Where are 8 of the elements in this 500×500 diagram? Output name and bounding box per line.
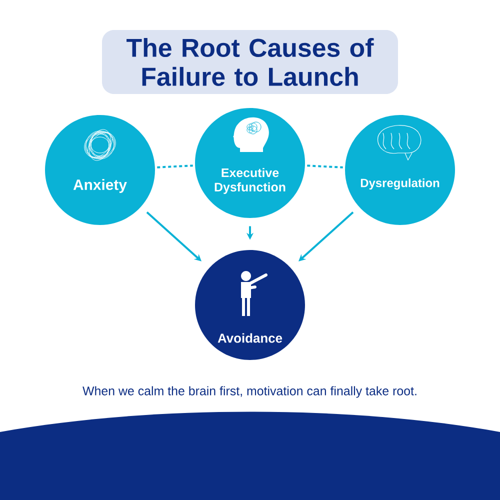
dotted-line xyxy=(307,164,343,168)
circle-node: Dysregulation xyxy=(345,115,455,225)
circle-node: Executive Dysfunction xyxy=(195,108,305,218)
dotted-line xyxy=(157,164,193,168)
circle-node: Anxiety xyxy=(45,115,155,225)
caption: When we calm the brain first, motivation can finally take root. xyxy=(82,386,416,398)
circle-node: Avoidance xyxy=(195,250,305,360)
title-box: The Root Causes of Failure to Launch xyxy=(102,30,398,94)
